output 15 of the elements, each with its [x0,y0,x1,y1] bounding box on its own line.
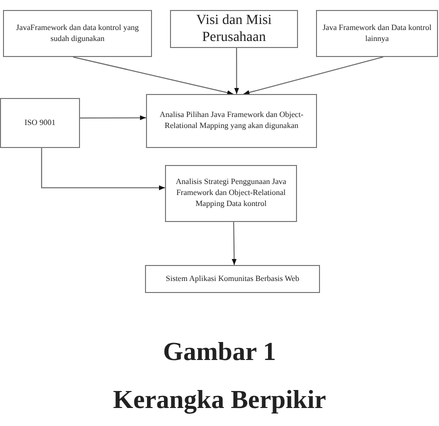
arrow [232,222,237,266]
process-box: JavaFramework dan data kontrol yang sudah digunakan [3,10,152,57]
arrow [41,148,166,190]
process-box: Sistem Aplikasi Komunitas Berbasis Web [145,265,320,293]
arrow [242,56,384,95]
process-box: Analisa Pilihan Java Framework dan Object-Relational Mapping yang akan digunakan [146,94,317,148]
process-box: ISO 9001 [0,98,80,148]
process-box: Visi dan Misi Perusahaan [170,10,298,48]
process-box: Analisis Strategi Penggunaan Java Framework dan Object-Relational Mapping Data kontrol [165,165,297,222]
figure-caption: Gambar 1 [162,337,277,367]
arrow [80,115,146,120]
arrow [72,56,234,95]
arrow [234,48,240,94]
figure-caption: Kerangka Berpikir [112,385,328,415]
process-box: Java Framework dan Data kontrol lainnya [316,10,438,57]
